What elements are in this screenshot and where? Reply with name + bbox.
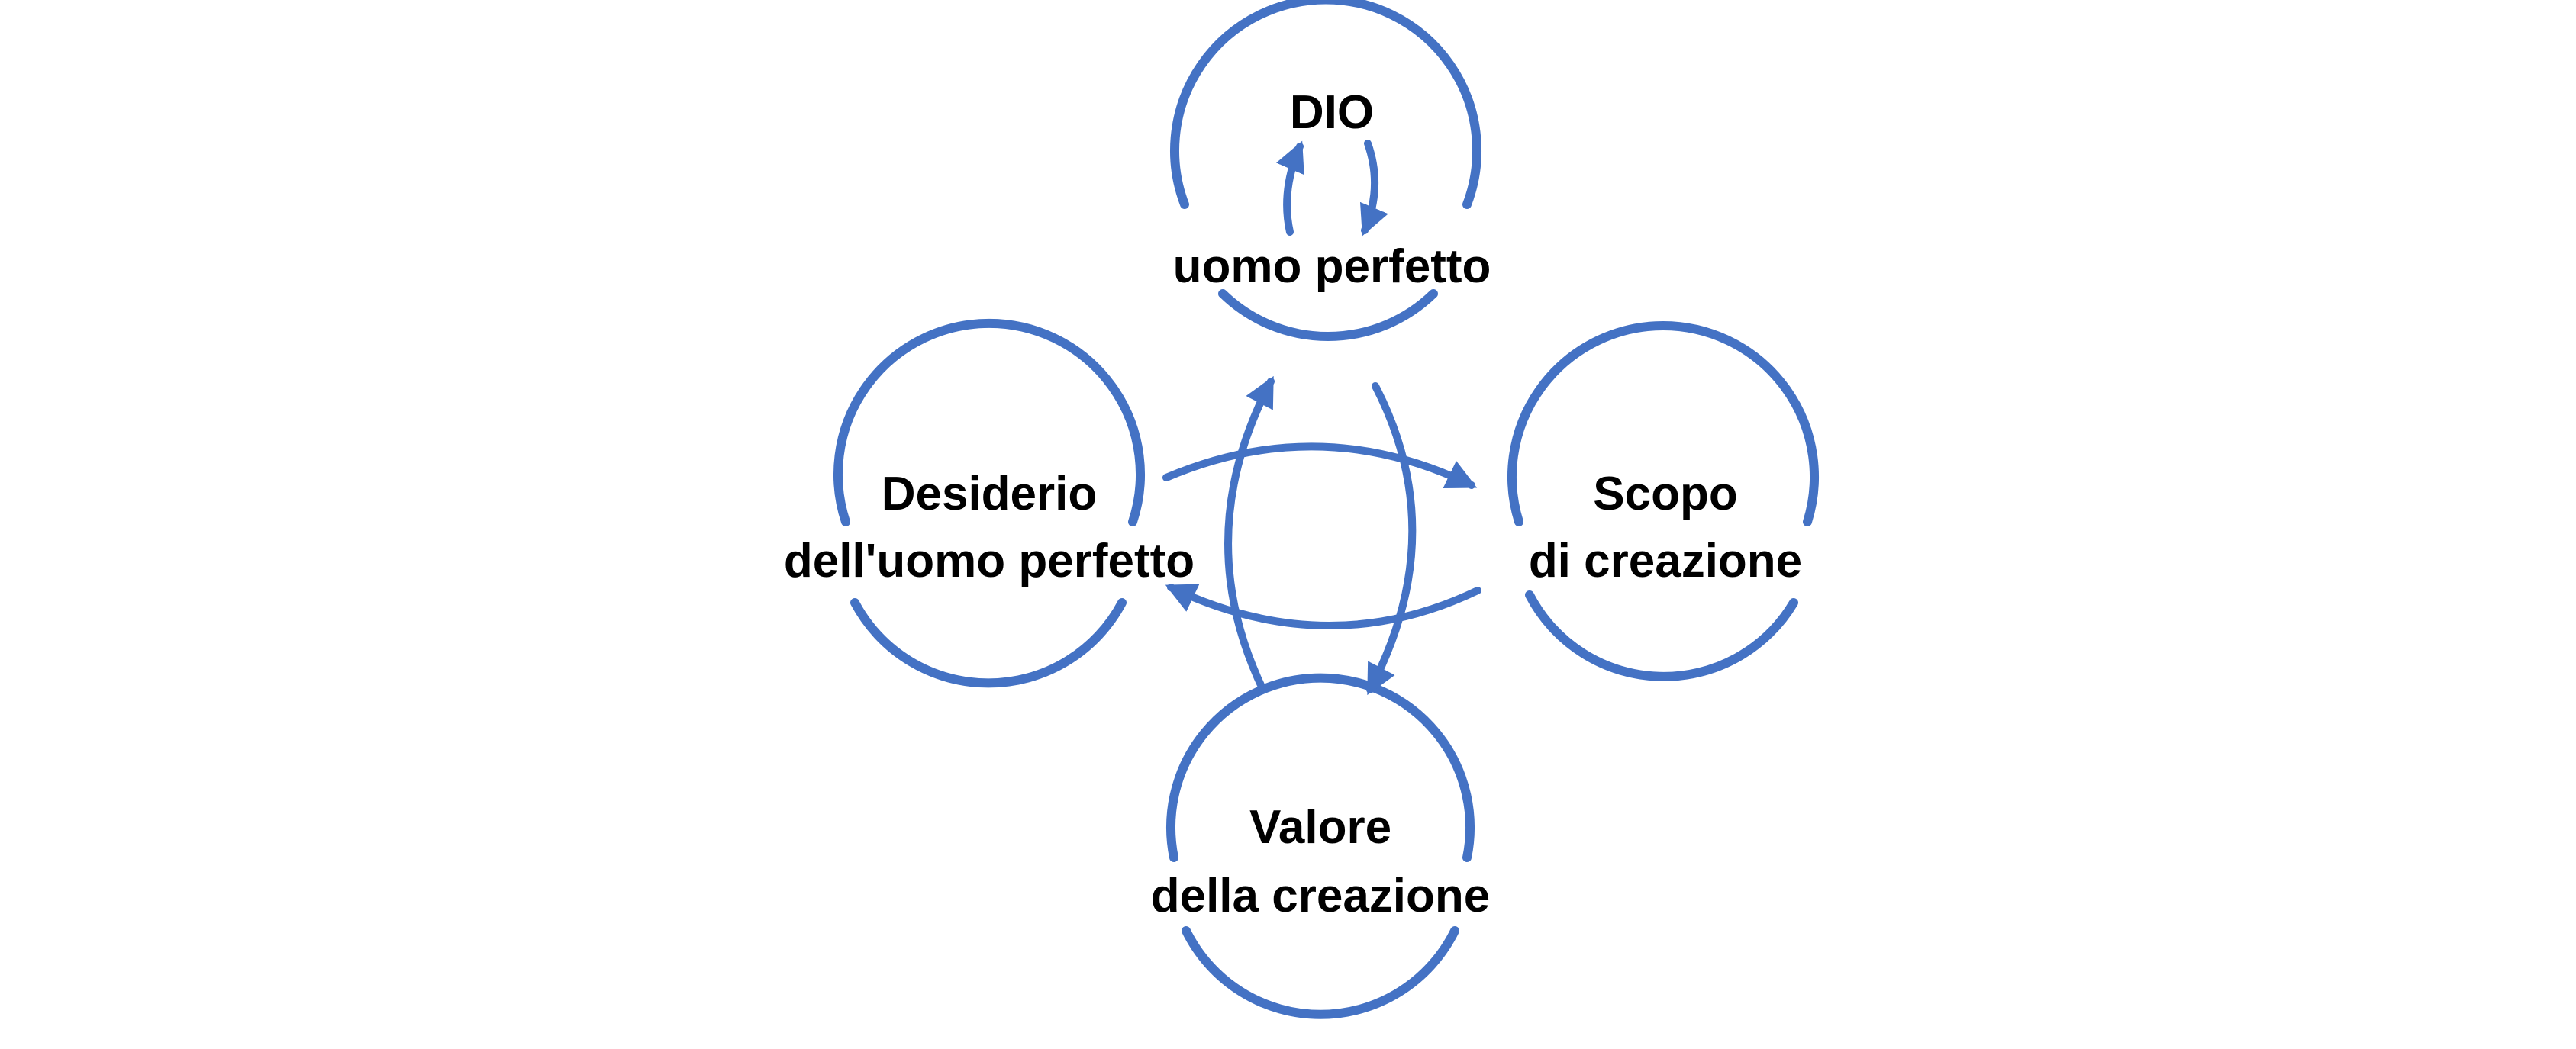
- node-purpose-subtitle: di creazione: [1529, 535, 1802, 587]
- ring-purpose-bottom: [1525, 590, 1798, 681]
- arrow-purpose-to-desire: [1165, 584, 1481, 629]
- ring-desire: [833, 318, 1145, 526]
- ring-god: [1170, 0, 1481, 209]
- arrow-desire-to-purpose: [1162, 442, 1478, 489]
- node-desire-subtitle: dell'uomo perfetto: [784, 535, 1195, 587]
- node-desire-title: Desiderio: [882, 468, 1098, 520]
- node-god-subtitle: uomo perfetto: [1173, 240, 1491, 293]
- node-desire: Desiderio dell'uomo perfetto: [784, 318, 1195, 688]
- ring-value-bottom: [1182, 926, 1459, 1019]
- ring-desire-bottom: [850, 598, 1127, 688]
- node-purpose: Scopo di creazione: [1507, 320, 1819, 681]
- ring-purpose: [1507, 320, 1819, 526]
- node-god-title: DIO: [1290, 86, 1374, 139]
- self-loop-down-arrow: [1359, 140, 1388, 237]
- arrow-god-to-value: [1366, 382, 1417, 696]
- node-god: DIO uomo perfetto: [1170, 0, 1491, 341]
- node-value-title: Valore: [1249, 801, 1391, 854]
- arrow-value-to-god: [1224, 375, 1275, 689]
- node-purpose-title: Scopo: [1593, 468, 1737, 520]
- ring-god-bottom: [1218, 289, 1438, 341]
- ring-value: [1166, 673, 1475, 862]
- node-value-subtitle: della creazione: [1151, 870, 1491, 922]
- node-value: Valore della creazione: [1151, 673, 1491, 1019]
- self-loop-up-arrow: [1275, 140, 1304, 236]
